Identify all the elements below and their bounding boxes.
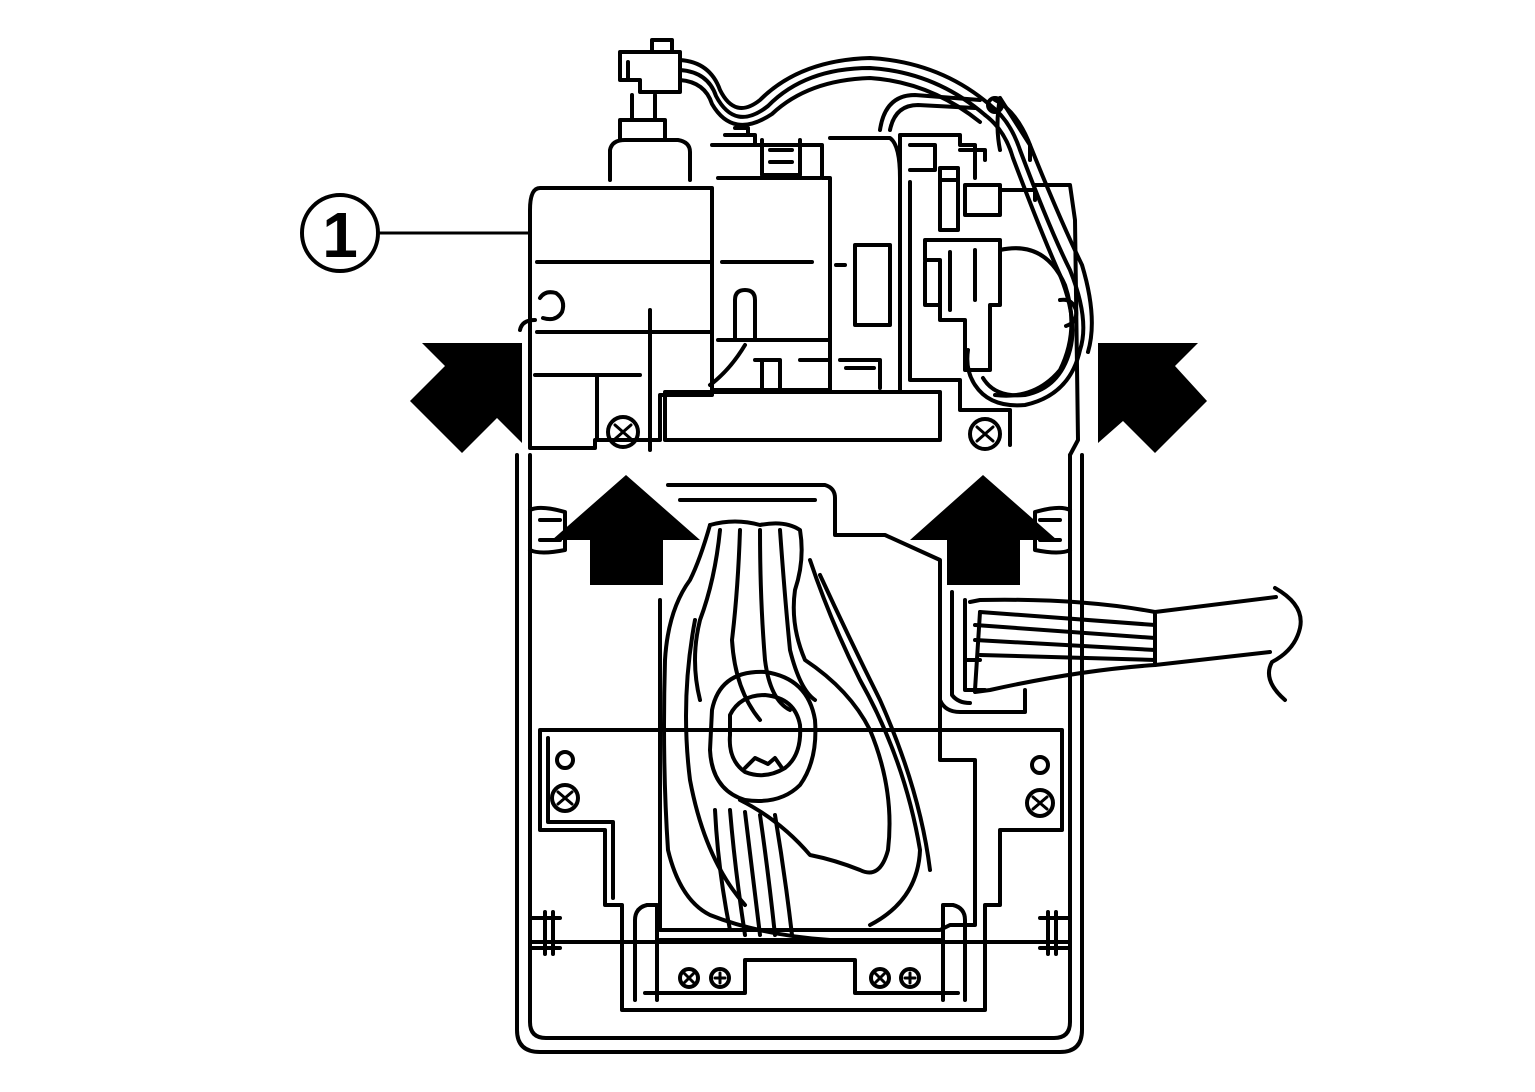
- right-bracket: [938, 588, 1027, 714]
- callout-1-label: 1: [322, 199, 358, 271]
- push-arrow-upper-left-icon: [410, 343, 522, 453]
- callout-1: 1: [300, 193, 532, 273]
- clip-removal-tool: [968, 586, 1303, 702]
- shift-lever-device-body: [518, 38, 1094, 457]
- screw-holes: [550, 415, 1055, 989]
- shift-boot-and-lever: [658, 483, 977, 942]
- push-arrow-upper-right-icon: [1098, 343, 1207, 453]
- push-arrow-lower-left-icon: [552, 475, 700, 585]
- console-finisher-frame: [515, 453, 1084, 1054]
- push-arrow-lower-right-icon: [910, 475, 1057, 585]
